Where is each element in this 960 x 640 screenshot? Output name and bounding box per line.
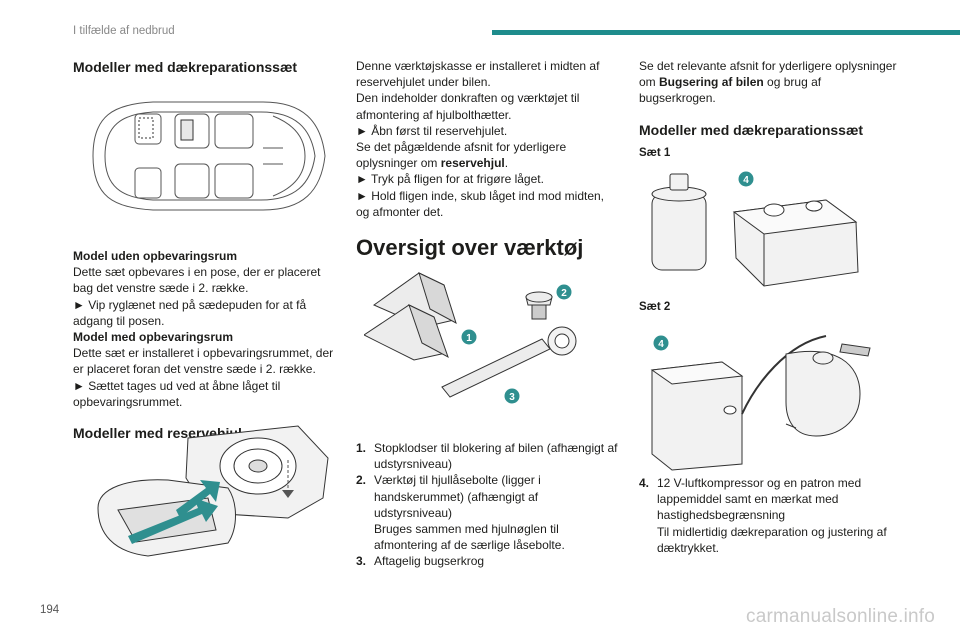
subheading-no-storage: Model uden opbevaringsrum bbox=[73, 249, 238, 263]
chapter-title: I tilfælde af nedbrud bbox=[73, 25, 175, 37]
tools-illustration: 2 1 3 bbox=[364, 272, 577, 404]
label-set-1: Sæt 1 bbox=[639, 146, 671, 159]
text-see-towing: Se det relevante afsnit for yderligere o… bbox=[639, 59, 897, 106]
step-fold-seat: ► Vip ryglænet ned på sædepuden for at f… bbox=[73, 297, 307, 328]
list-item-4: 4. 12 V-luftkompressor og en patron med … bbox=[639, 476, 887, 555]
list-item-1: 1. Stopklodser til blokering af bilen (a… bbox=[356, 441, 618, 472]
text-see-spare-wheel: Se det pågældende afsnit for yderligere … bbox=[356, 140, 567, 171]
column-right: Se det relevante afsnit for yderligere o… bbox=[639, 58, 901, 556]
badge-2: 2 bbox=[561, 288, 567, 299]
subheading-with-storage: Model med opbevaringsrum bbox=[73, 330, 234, 345]
heading-repair-kit-models: Modeller med dækreparationssæt bbox=[73, 59, 298, 75]
badge-3: 3 bbox=[509, 392, 515, 403]
list-item-2: 2. Værktøj til hjullåsebolte (ligger i h… bbox=[356, 473, 565, 553]
header-accent-bar bbox=[492, 30, 960, 35]
step-slide-lid: ► Hold fligen inde, skub låget ind mod m… bbox=[356, 188, 605, 219]
watermark: carmanualsonline.info bbox=[746, 606, 936, 627]
page-number: 194 bbox=[40, 604, 60, 616]
label-set-2: Sæt 2 bbox=[639, 300, 671, 313]
badge-4-set1: 4 bbox=[743, 175, 749, 186]
car-topview-illustration-area bbox=[73, 76, 335, 248]
link-spare-wheel[interactable]: reservehjul bbox=[440, 156, 505, 171]
heading-tool-overview: Oversigt over værktøj bbox=[356, 235, 584, 261]
step-open-spare: ► Åbn først til reservehjulet. bbox=[356, 123, 508, 138]
step-open-lid: ► Sættet tages ud ved at åbne låget til … bbox=[73, 378, 281, 409]
text-no-storage: Dette sæt opbevares i en pose, der er pl… bbox=[73, 265, 321, 296]
spare-wheel-toolbox-illustration bbox=[97, 425, 329, 557]
step-press-tab: ► Tryk på fligen for at frigøre låget. bbox=[356, 172, 544, 187]
link-towing[interactable]: Bugsering af bilen bbox=[659, 75, 764, 90]
text-toolbox-location: Denne værktøjskasse er installeret i mid… bbox=[356, 59, 600, 90]
set2-compressor-illustration: 4 bbox=[650, 335, 871, 471]
text-toolbox-contents: Den indeholder donkraften og værktøjet t… bbox=[356, 91, 580, 122]
badge-4-set2: 4 bbox=[658, 339, 664, 350]
set1-compressor-illustration: 4 bbox=[651, 171, 859, 287]
list-item-3: 3. Aftagelig bugserkrog bbox=[356, 554, 485, 569]
column-middle: Denne værktøjskasse er installeret i mid… bbox=[356, 58, 618, 570]
car-topview-illustration bbox=[92, 101, 326, 211]
heading-repair-kit-models-2: Modeller med dækreparationssæt bbox=[639, 121, 864, 138]
badge-1: 1 bbox=[466, 333, 472, 344]
column-left: Modeller med dækreparationssæt Model ude… bbox=[73, 58, 335, 442]
text-with-storage: Dette sæt er installeret i opbevaringsru… bbox=[73, 346, 334, 377]
